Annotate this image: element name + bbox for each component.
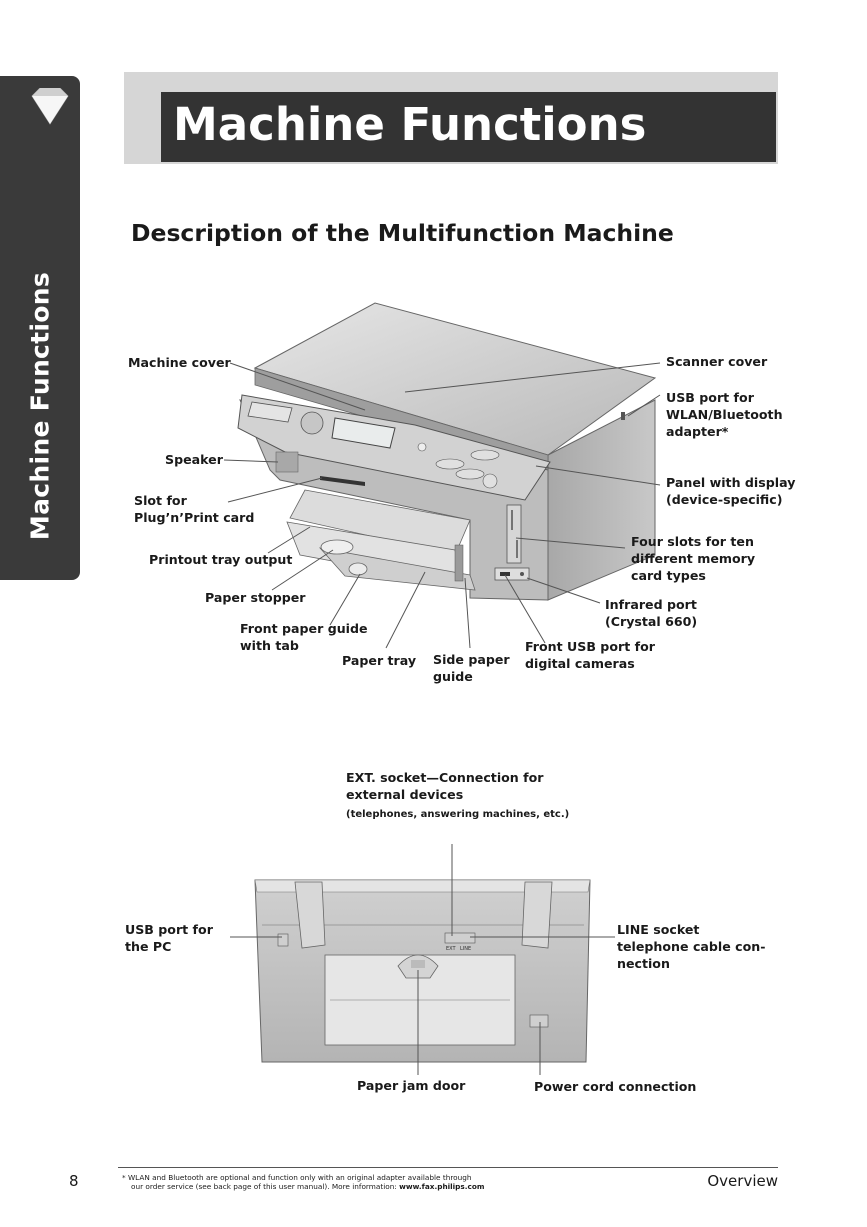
front-machine-illustration [237, 302, 657, 601]
port-ext-label: EXT [446, 946, 456, 952]
page-number: 8 [69, 1172, 79, 1190]
back-leader-lines [230, 844, 615, 1075]
footnote-line1: * WLAN and Bluetooth are optional and fu… [122, 1173, 472, 1182]
footnote-url[interactable]: www.fax.philips.com [399, 1182, 485, 1191]
header-box: Machine Functions [161, 92, 776, 162]
side-tab: Machine Functions [0, 76, 80, 580]
label-paper-jam-door: Paper jam door [357, 1078, 466, 1093]
label-card-slot: Slot for Plug’n’Print card [134, 493, 255, 525]
label-usb-pc: USB port for the PC [125, 922, 213, 954]
section-name: Overview [707, 1172, 778, 1190]
label-infrared: Infrared port (Crystal 660) [605, 597, 698, 629]
label-speaker: Speaker [165, 452, 223, 467]
footnote-line2: our order service (see back page of this… [131, 1182, 400, 1191]
label-ext-socket-note: (telephones, answering machines, etc.) [346, 809, 570, 820]
label-machine-cover: Machine cover [128, 355, 231, 370]
label-paper-tray: Paper tray [342, 653, 417, 668]
section-title: Description of the Multifunction Machine [131, 219, 674, 247]
label-power-cord: Power cord connection [534, 1079, 697, 1094]
label-printout-tray: Printout tray output [149, 552, 293, 567]
front-leader-lines [223, 362, 661, 649]
label-line-socket: LINE socket telephone cable con- nection [617, 922, 766, 971]
footer-rule [118, 1167, 778, 1168]
diamond-icon [31, 88, 69, 125]
label-usb-wlan: USB port for WLAN/Bluetooth adapter* [666, 390, 783, 439]
label-ext-socket: EXT. socket—Connection for external devi… [346, 770, 544, 802]
back-machine-illustration [254, 879, 591, 1063]
port-line-label: LINE [460, 946, 471, 952]
label-front-usb: Front USB port for digital cameras [525, 639, 655, 671]
label-side-paper-guide: Side paper guide [433, 652, 510, 684]
label-memory-slots: Four slots for ten different memory card… [631, 534, 756, 583]
label-paper-stopper: Paper stopper [205, 590, 306, 605]
label-panel-display: Panel with display (device-specific) [666, 475, 796, 507]
label-front-paper-guide: Front paper guide with tab [240, 621, 368, 653]
page-title: Machine Functions [173, 98, 647, 151]
label-scanner-cover: Scanner cover [666, 354, 768, 369]
footnote: * WLAN and Bluetooth are optional and fu… [122, 1173, 484, 1191]
